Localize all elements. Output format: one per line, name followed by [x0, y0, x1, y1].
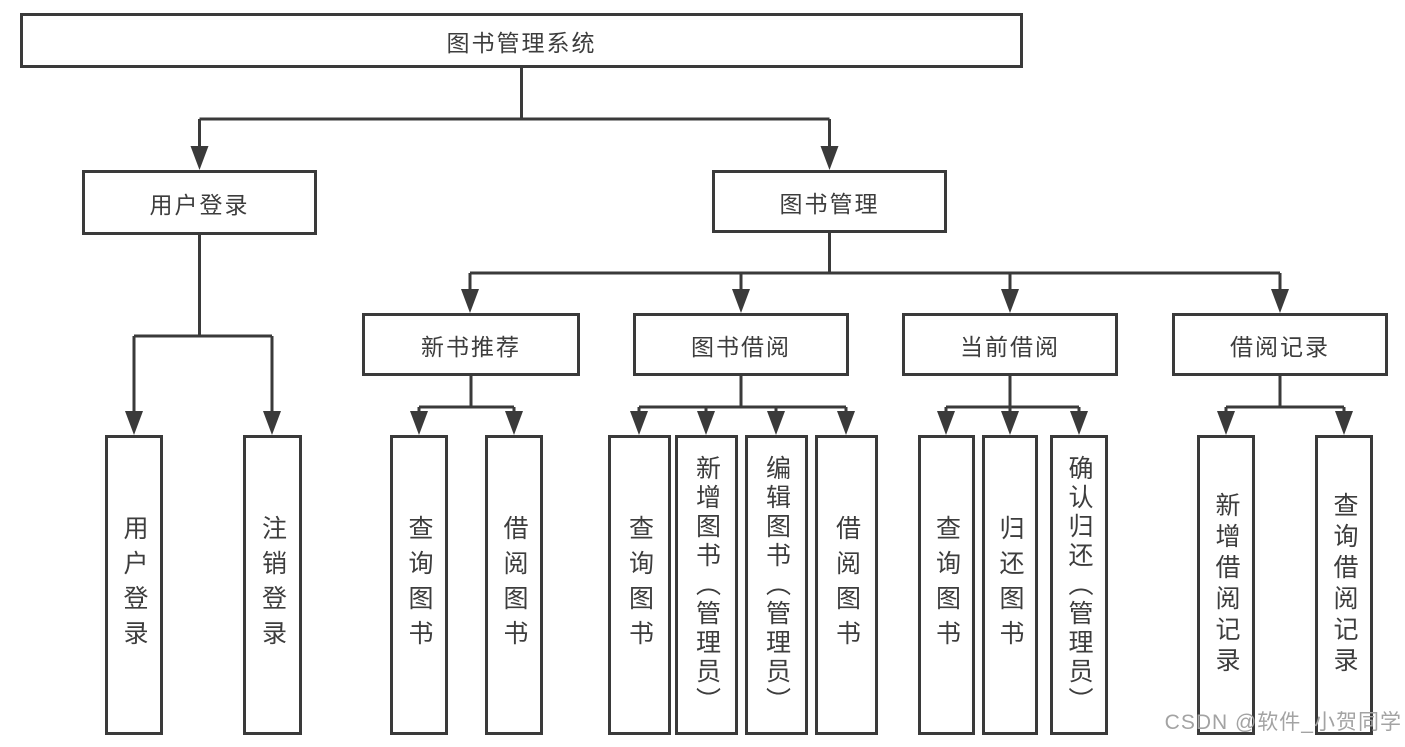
arrowhead [125, 411, 143, 435]
connector-current-borrow [944, 374, 1081, 416]
connector-book-borrow [637, 374, 848, 416]
connector-user-login [132, 233, 274, 415]
node-borrow-books: 借阅图书 [815, 435, 878, 735]
node-borrow-books-recommend-label: 借阅图书 [500, 515, 528, 655]
node-query-books-recommend-label: 查询图书 [405, 515, 433, 655]
node-query-books-borrow-label: 查询图书 [625, 515, 654, 655]
node-return-book: 归还图书 [982, 435, 1038, 735]
arrowhead [505, 411, 523, 435]
arrowheads [125, 146, 1353, 435]
arrowhead [461, 289, 479, 313]
node-confirm-return-admin-label: 确认归还（管理员） [1065, 454, 1093, 716]
node-borrow-books-label: 借阅图书 [832, 515, 861, 655]
connector-new-book [417, 374, 516, 416]
arrowhead [410, 411, 428, 435]
connector-root [198, 66, 831, 150]
node-query-books-current-label: 查询图书 [932, 515, 961, 655]
arrowhead [1070, 411, 1088, 435]
arrowhead [1335, 411, 1353, 435]
watermark: CSDN @软件_小贺同学 [1164, 711, 1402, 734]
node-book-management: 图书管理 [712, 170, 947, 233]
node-confirm-return-admin: 确认归还（管理员） [1050, 435, 1108, 735]
connector-book-management [468, 231, 1282, 293]
node-borrow-records: 借阅记录 [1172, 313, 1388, 376]
connector-borrow-records [1224, 374, 1346, 416]
node-query-borrow-record-label: 查询借阅记录 [1330, 492, 1358, 678]
node-query-books-borrow: 查询图书 [608, 435, 671, 735]
arrowhead [1217, 411, 1235, 435]
node-query-borrow-record: 查询借阅记录 [1315, 435, 1373, 735]
node-return-book-label: 归还图书 [996, 515, 1024, 655]
node-add-borrow-record-label: 新增借阅记录 [1212, 492, 1240, 678]
node-borrow-books-recommend: 借阅图书 [485, 435, 543, 735]
node-current-borrow: 当前借阅 [902, 313, 1118, 376]
arrowhead [937, 411, 955, 435]
arrowhead [767, 411, 785, 435]
node-add-borrow-record: 新增借阅记录 [1197, 435, 1255, 735]
node-logout: 注销登录 [243, 435, 302, 735]
arrowhead [1001, 411, 1019, 435]
arrowhead [1001, 289, 1019, 313]
node-query-books-recommend: 查询图书 [390, 435, 448, 735]
node-logout-label: 注销登录 [258, 515, 287, 655]
node-add-book-admin-label: 新增图书（管理员） [692, 454, 721, 716]
arrowhead [837, 411, 855, 435]
arrowhead [190, 146, 209, 170]
arrowhead [697, 411, 715, 435]
node-user-login-group: 用户登录 [82, 170, 317, 235]
arrowhead [263, 411, 281, 435]
node-query-books-current: 查询图书 [918, 435, 975, 735]
node-edit-book-admin-label: 编辑图书（管理员） [762, 454, 791, 716]
node-add-book-admin: 新增图书（管理员） [675, 435, 738, 735]
arrowhead [820, 146, 839, 170]
node-edit-book-admin: 编辑图书（管理员） [745, 435, 808, 735]
arrowhead [630, 411, 648, 435]
node-library-system: 图书管理系统 [20, 13, 1023, 68]
node-user-login-label: 用户登录 [120, 515, 148, 655]
node-user-login: 用户登录 [105, 435, 163, 735]
node-new-book-recommend: 新书推荐 [362, 313, 580, 376]
arrowhead [732, 289, 750, 313]
node-book-borrow: 图书借阅 [633, 313, 849, 376]
arrowhead [1271, 289, 1289, 313]
